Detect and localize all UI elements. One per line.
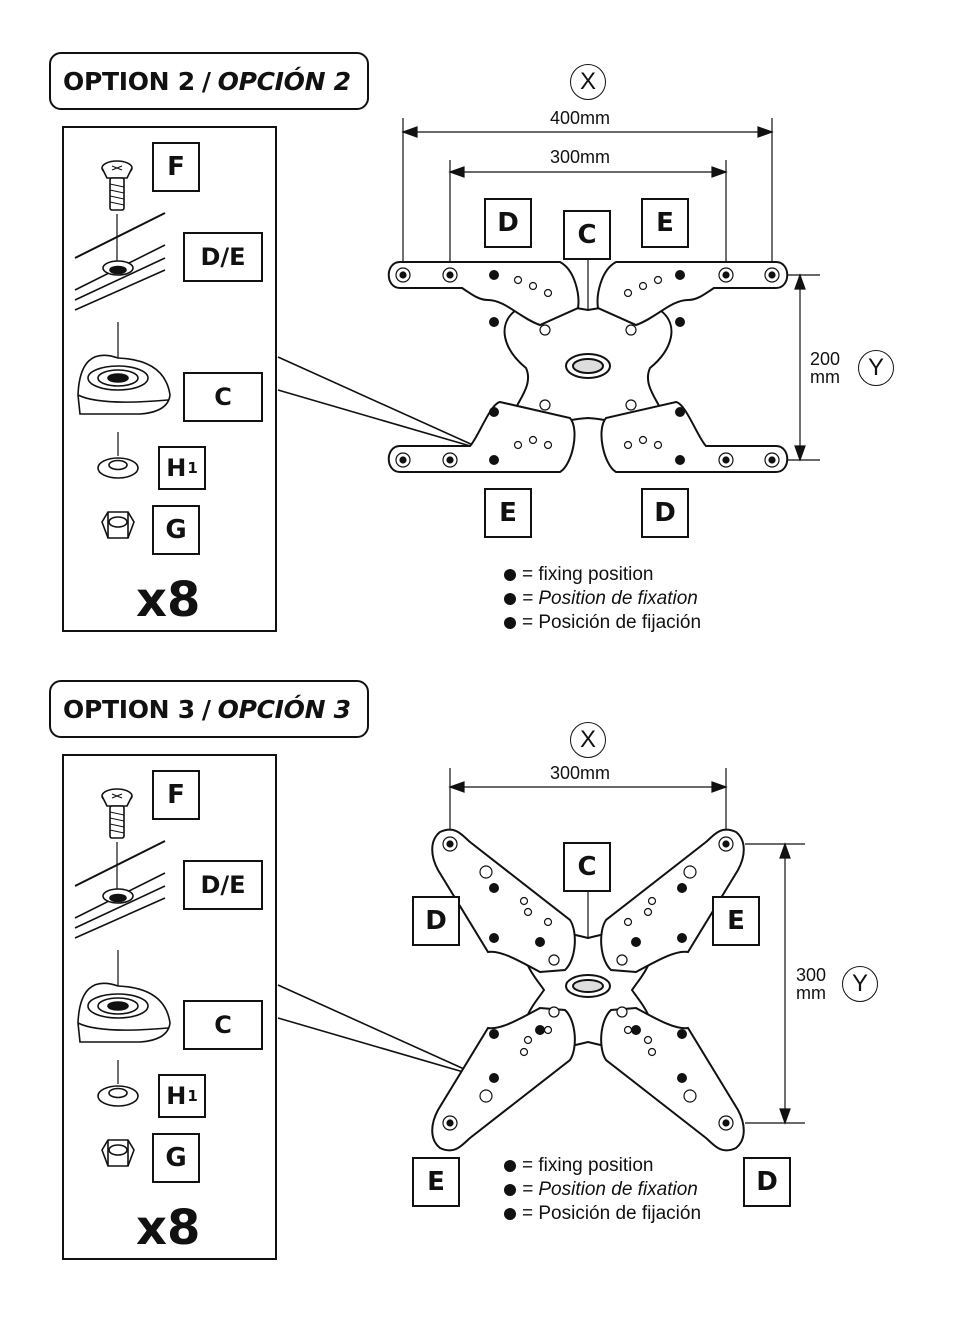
option-3-title: OPTION 3 / OPCIÓN 3 <box>49 680 369 738</box>
legend-row-es: = Posición de fijación <box>504 1202 701 1226</box>
part-label-de: D/E <box>183 860 263 910</box>
nut-g-icon <box>101 1139 135 1167</box>
fixing-dot-icon <box>504 569 516 581</box>
plate-label-top-left: D <box>484 198 532 248</box>
dim-y-200mm: 200 mm <box>810 350 840 386</box>
option-2-dimensions <box>401 118 820 462</box>
part-label-f: F <box>152 770 200 820</box>
dim-300mm: 300mm <box>550 763 611 783</box>
option-2-fixing-points <box>489 270 685 465</box>
x-axis-symbol: X <box>570 64 606 100</box>
quantity-label: x8 <box>136 1200 201 1256</box>
fixing-dot-icon <box>504 1160 516 1172</box>
legend-row-en: = fixing position <box>504 1154 701 1178</box>
part-label-h1-sub: 1 <box>187 459 198 477</box>
part-label-c: C <box>183 1000 263 1050</box>
option-3-plate-holes <box>442 836 734 1131</box>
fixing-dot-icon <box>504 593 516 605</box>
option-2-section: OPTION 2 / OPCIÓN 2 <box>0 0 954 660</box>
title-separator: / <box>201 694 211 724</box>
screw-f-icon <box>101 160 133 211</box>
part-label-de: D/E <box>183 232 263 282</box>
dim-y-300mm: 300 mm <box>796 966 826 1002</box>
plate-label-top-right: E <box>641 198 689 248</box>
quantity-label: x8 <box>136 572 201 628</box>
plate-label-center: C <box>563 842 611 892</box>
plate-label-right: E <box>712 896 760 946</box>
option-3-title-es: OPCIÓN 3 <box>217 694 351 724</box>
dim-y-value: 300 <box>796 965 827 985</box>
part-label-h1-main: H <box>166 454 187 482</box>
plate-label-bottom-left: E <box>484 488 532 538</box>
legend-text-en: = fixing position <box>522 564 654 585</box>
option-2-legend: = fixing position = Position de fixation… <box>504 563 701 635</box>
legend-row-es: = Posición de fijación <box>504 611 701 635</box>
fixing-dot-icon <box>504 1208 516 1220</box>
option-3-dimensions <box>448 768 805 1125</box>
x-axis-symbol: X <box>570 722 606 758</box>
option-3-drawing <box>74 768 805 1167</box>
part-label-g: G <box>152 505 200 555</box>
option-2-drawing <box>74 118 820 539</box>
adapter-c-icon <box>77 982 171 1043</box>
part-label-c: C <box>183 372 263 422</box>
legend-row-en: = fixing position <box>504 563 701 587</box>
legend-text-fr: = Position de fixation <box>522 588 698 609</box>
plate-label-center: C <box>563 210 611 260</box>
legend-text-es: = Posición de fijación <box>522 612 702 633</box>
washer-h1-icon <box>97 457 139 479</box>
plate-label-bottom-right: D <box>641 488 689 538</box>
dim-y-value: 200 <box>810 349 841 369</box>
legend-row-fr: = Position de fixation <box>504 1178 701 1202</box>
dim-y-unit: mm <box>810 367 841 387</box>
dim-400mm: 400mm <box>550 108 611 128</box>
y-axis-symbol: Y <box>842 966 878 1002</box>
plate-label-bottom-right: D <box>743 1157 791 1207</box>
fixing-dot-icon <box>504 1184 516 1196</box>
dim-y-unit: mm <box>796 983 827 1003</box>
option-3-mounting-plate <box>431 828 745 1152</box>
fixing-dot-icon <box>504 617 516 629</box>
legend-text-en: = fixing position <box>522 1155 654 1176</box>
option-2-title-en: OPTION 2 <box>63 66 195 96</box>
nut-g-icon <box>101 511 135 539</box>
bracket-plate-icon <box>74 840 166 939</box>
part-label-h1-sub: 1 <box>187 1087 198 1105</box>
dim-300mm: 300mm <box>550 147 611 167</box>
legend-text-fr: = Position de fixation <box>522 1179 698 1200</box>
legend-row-fr: = Position de fixation <box>504 587 701 611</box>
y-axis-symbol: Y <box>858 350 894 386</box>
option-2-plate-holes <box>395 267 780 468</box>
option-2-title: OPTION 2 / OPCIÓN 2 <box>49 52 369 110</box>
screw-f-icon <box>101 788 133 839</box>
plate-label-bottom-left: E <box>412 1157 460 1207</box>
plate-label-left: D <box>412 896 460 946</box>
option-2-mounting-plate <box>387 261 789 473</box>
option-3-section: OPTION 3 / OPCIÓN 3 <box>0 660 954 1333</box>
part-label-f: F <box>152 142 200 192</box>
bracket-plate-icon <box>74 212 166 311</box>
adapter-c-icon <box>77 354 171 415</box>
title-separator: / <box>201 66 211 96</box>
option-3-legend: = fixing position = Position de fixation… <box>504 1154 701 1226</box>
option-3-title-en: OPTION 3 <box>63 694 195 724</box>
part-label-g: G <box>152 1133 200 1183</box>
legend-text-es: = Posición de fijación <box>522 1203 702 1224</box>
washer-h1-icon <box>97 1085 139 1107</box>
option-2-title-es: OPCIÓN 2 <box>217 66 351 96</box>
part-label-h1-main: H <box>166 1082 187 1110</box>
option-3-fixing-points <box>489 883 687 1083</box>
